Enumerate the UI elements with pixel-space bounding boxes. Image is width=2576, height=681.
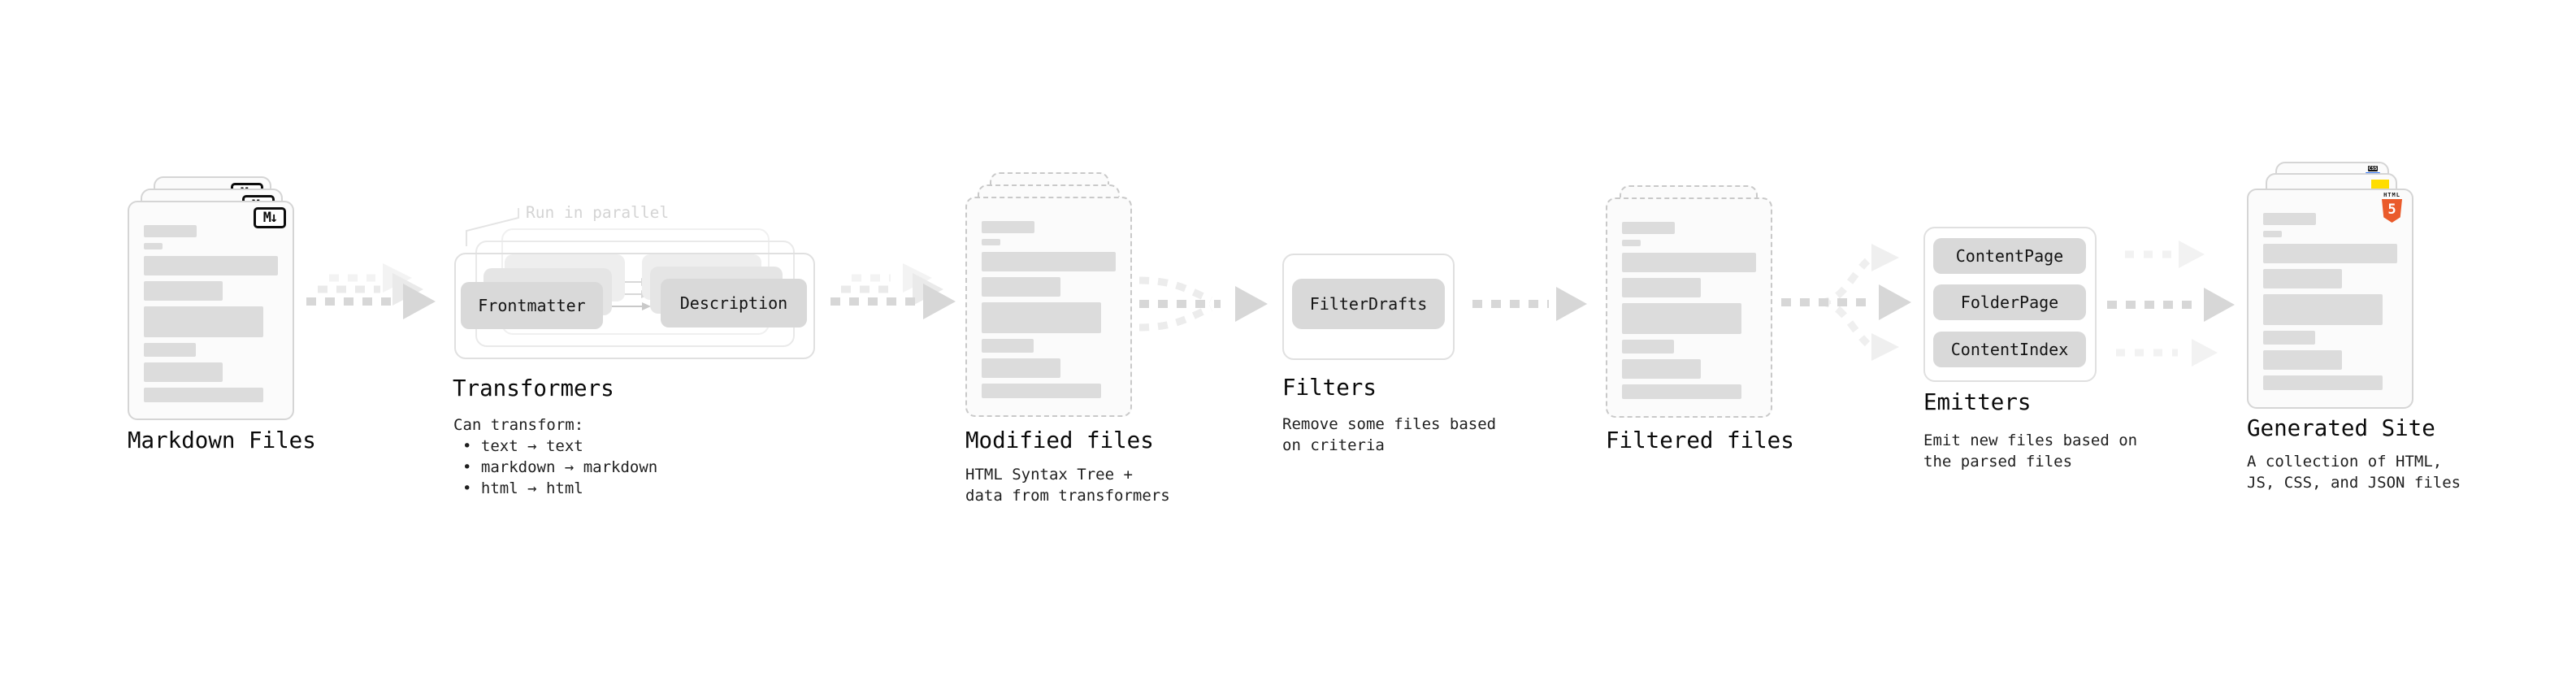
stage-label-generated-site: Generated Site bbox=[2247, 415, 2435, 441]
css-icon-label: CSS bbox=[2367, 166, 2379, 171]
placeholder-text-bar bbox=[2263, 269, 2342, 288]
placeholder-text-bar bbox=[144, 306, 263, 337]
contentindex-pill: ContentIndex bbox=[1933, 332, 2086, 367]
html5-icon: HTML 5 bbox=[2382, 192, 2402, 223]
description-pill: Description bbox=[661, 279, 807, 327]
filtered-file-card-front bbox=[1606, 197, 1772, 418]
placeholder-text-bar bbox=[1622, 384, 1741, 399]
placeholder-text-bar bbox=[144, 343, 196, 357]
description-line: data from transformers bbox=[965, 487, 1170, 505]
html5-shield-number: 5 bbox=[2387, 201, 2396, 218]
stage-label-emitters: Emitters bbox=[1923, 389, 2032, 415]
description-line: the parsed files bbox=[1923, 453, 2073, 471]
markdown-icon: M↓ bbox=[254, 207, 286, 228]
placeholder-text-bar bbox=[2263, 331, 2315, 345]
placeholder-text-bar bbox=[2263, 350, 2342, 370]
arrow-transformers-to-modified bbox=[830, 263, 956, 319]
placeholder-text-bar bbox=[982, 277, 1060, 297]
modified-files-description: HTML Syntax Tree + data from transformer… bbox=[965, 464, 1170, 506]
arrow-filtered-to-emitters bbox=[1781, 244, 1911, 361]
description-line: Can transform: bbox=[453, 416, 584, 434]
placeholder-text-bar bbox=[144, 256, 278, 275]
placeholder-text-bar bbox=[2263, 231, 2282, 237]
stage-label-filters: Filters bbox=[1282, 375, 1377, 401]
placeholder-text-bar bbox=[982, 384, 1101, 398]
placeholder-text-bar bbox=[1622, 222, 1675, 234]
emitters-description: Emit new files based on the parsed files bbox=[1923, 430, 2137, 472]
placeholder-text-bar bbox=[982, 302, 1101, 333]
description-line: Emit new files based on bbox=[1923, 432, 2138, 449]
transformer-container-front bbox=[454, 253, 815, 359]
stage-label-modified-files: Modified files bbox=[965, 427, 1154, 453]
stage-label-transformers: Transformers bbox=[453, 375, 614, 401]
js-file-icon bbox=[2371, 180, 2389, 189]
markdown-file-card-front: M↓ bbox=[128, 201, 294, 420]
placeholder-text-bar bbox=[1622, 278, 1701, 297]
description-line: • text → text bbox=[462, 437, 583, 455]
placeholder-text-bar bbox=[982, 252, 1116, 271]
filterdrafts-pill: FilterDrafts bbox=[1292, 279, 1445, 329]
placeholder-text-bar bbox=[144, 243, 163, 249]
description-line: • markdown → markdown bbox=[462, 458, 658, 476]
placeholder-text-bar bbox=[144, 225, 197, 237]
placeholder-text-bar bbox=[144, 281, 223, 301]
placeholder-text-bar bbox=[982, 221, 1034, 233]
stage-label-filtered-files: Filtered files bbox=[1606, 427, 1794, 453]
transformers-description: Can transform: • text → text • markdown … bbox=[453, 414, 657, 499]
description-line: Remove some files based bbox=[1282, 415, 1497, 433]
annotation-leader-line bbox=[466, 208, 519, 246]
html5-shield: 5 bbox=[2382, 199, 2402, 223]
placeholder-text-bar bbox=[144, 388, 263, 402]
placeholder-text-bar bbox=[2263, 375, 2383, 390]
filters-description: Remove some files based on criteria bbox=[1282, 414, 1496, 456]
placeholder-text-bar bbox=[982, 339, 1034, 353]
description-line: on criteria bbox=[1282, 436, 1385, 454]
arrow-modified-to-filters bbox=[1138, 276, 1268, 332]
frontmatter-pill: Frontmatter bbox=[461, 282, 603, 329]
placeholder-text-bar bbox=[1622, 240, 1641, 246]
description-line: A collection of HTML, bbox=[2247, 453, 2443, 471]
description-line: HTML Syntax Tree + bbox=[965, 466, 1133, 484]
stage-label-markdown-files: Markdown Files bbox=[128, 427, 316, 453]
placeholder-text-bar bbox=[144, 362, 223, 382]
placeholder-text-bar bbox=[2263, 244, 2397, 263]
run-in-parallel-annotation: Run in parallel bbox=[526, 203, 670, 222]
html5-icon-label: HTML bbox=[2383, 192, 2400, 198]
placeholder-text-bar bbox=[1622, 359, 1701, 379]
generated-file-card-html: HTML 5 bbox=[2247, 189, 2413, 409]
placeholder-text-bar bbox=[1622, 303, 1741, 334]
contentpage-pill: ContentPage bbox=[1933, 238, 2086, 274]
placeholder-text-bar bbox=[982, 358, 1060, 378]
arrow-markdown-to-transformers bbox=[306, 263, 436, 319]
description-line: JS, CSS, and JSON files bbox=[2247, 474, 2461, 492]
arrow-filters-to-filtered bbox=[1472, 287, 1587, 321]
placeholder-text-bar bbox=[2263, 213, 2316, 225]
placeholder-text-bar bbox=[982, 239, 1000, 245]
placeholder-text-bar bbox=[1622, 340, 1674, 354]
description-line: • html → html bbox=[462, 479, 583, 497]
placeholder-text-bar bbox=[1622, 253, 1756, 272]
arrow-emitters-to-generated bbox=[2107, 241, 2235, 367]
generated-site-description: A collection of HTML, JS, CSS, and JSON … bbox=[2247, 451, 2461, 493]
folderpage-pill: FolderPage bbox=[1933, 284, 2086, 320]
placeholder-text-bar bbox=[2263, 294, 2383, 325]
modified-file-card-front bbox=[965, 197, 1132, 417]
